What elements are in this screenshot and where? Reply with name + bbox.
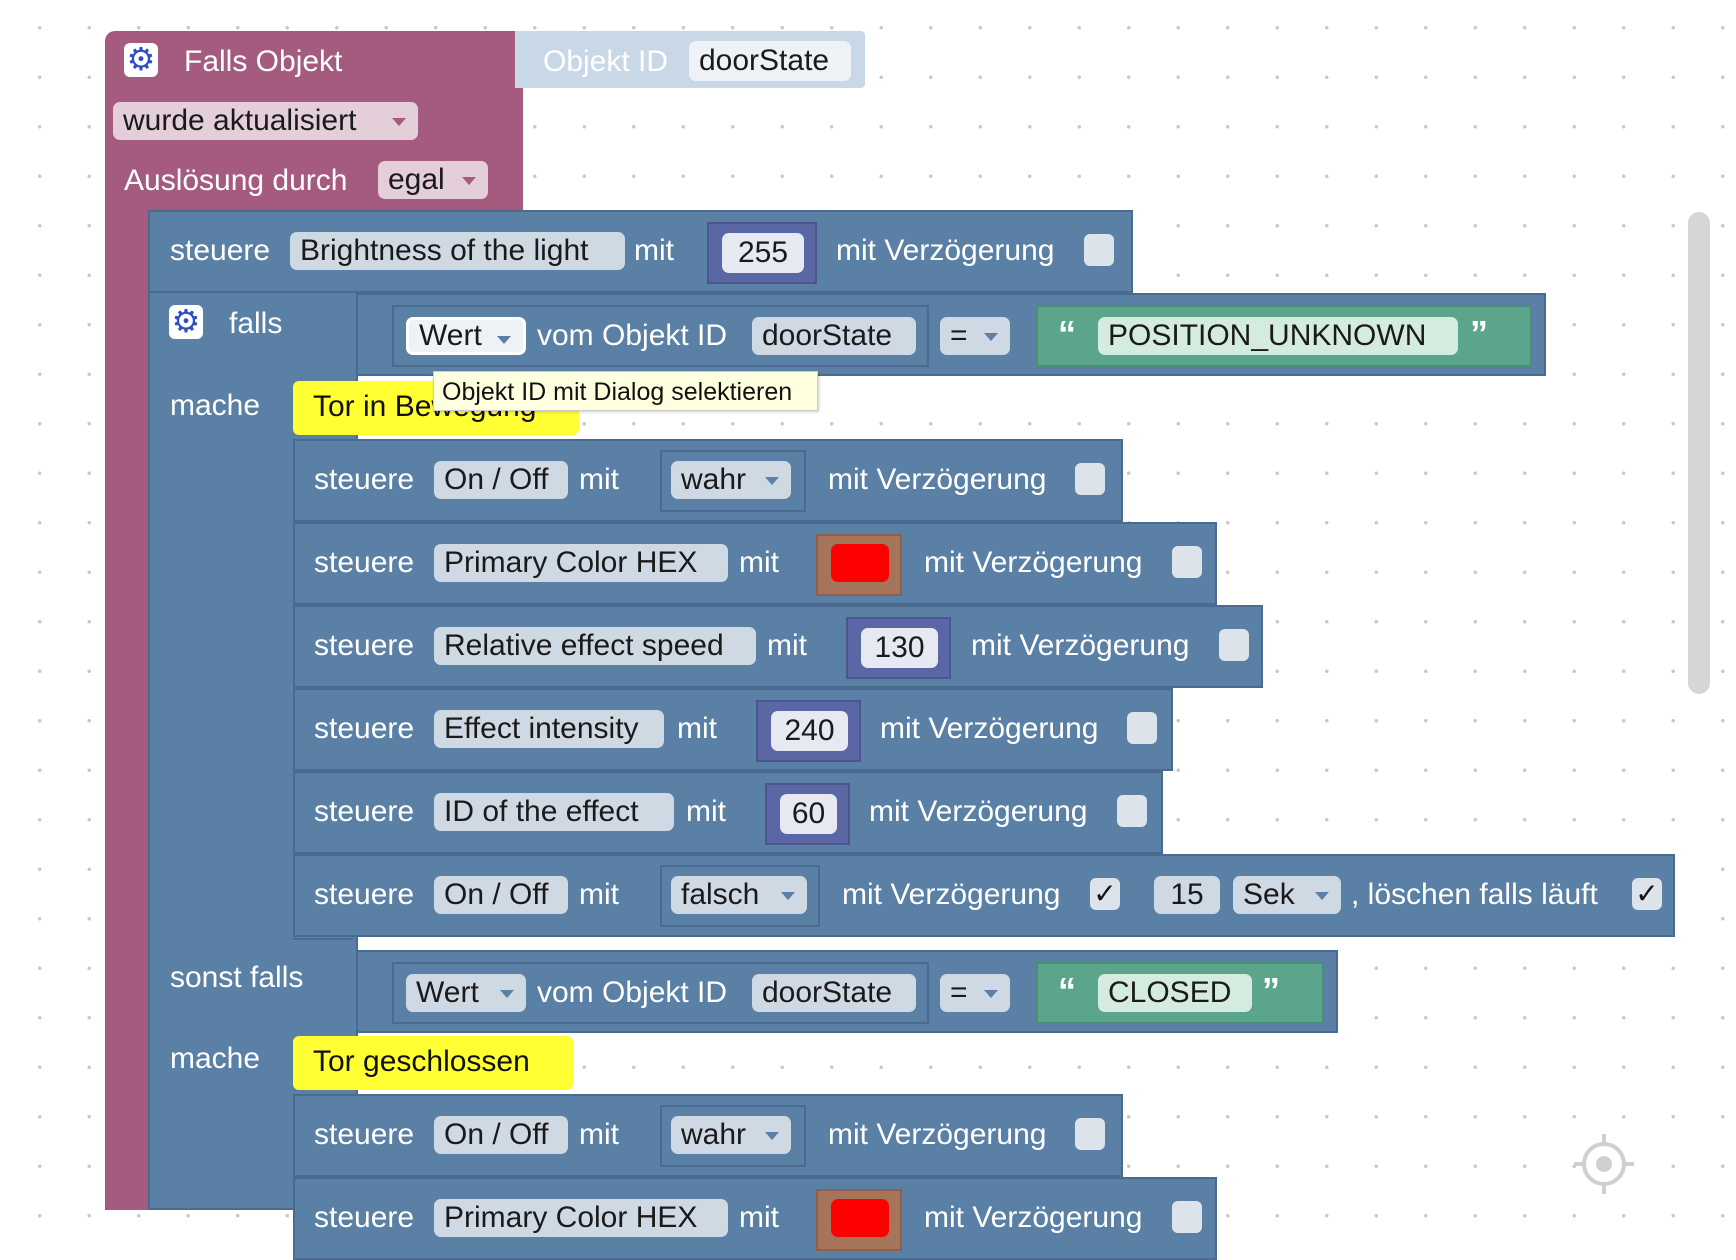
with-label: mit: [579, 878, 619, 911]
with-label: mit: [767, 629, 807, 662]
delay-label: mit Verzögerung: [924, 1201, 1143, 1234]
delay-checkbox[interactable]: [1084, 234, 1114, 266]
do-label: mache: [170, 389, 261, 422]
close-quote-icon: ”: [1262, 970, 1280, 1011]
delay-checkbox[interactable]: [1075, 1118, 1105, 1150]
if-settings-gear-icon[interactable]: [169, 303, 203, 339]
else-if-label: sonst falls: [170, 961, 304, 994]
delay-checkbox[interactable]: [1075, 463, 1105, 495]
with-label: mit: [634, 234, 674, 267]
open-quote-icon: “: [1058, 313, 1076, 354]
operator-dropdown-1[interactable]: =: [940, 317, 1010, 355]
control-target-field[interactable]: On / Off: [434, 876, 568, 914]
tooltip: Objekt ID mit Dialog selektieren: [433, 371, 818, 411]
delay-checkbox[interactable]: [1117, 795, 1147, 827]
delay-value-field[interactable]: 15: [1154, 876, 1220, 914]
property-dropdown-2[interactable]: Wert: [406, 974, 526, 1012]
delay-label: mit Verzögerung: [971, 629, 1190, 662]
control-keyword: steuere: [314, 546, 415, 579]
control-target-field[interactable]: Effect intensity: [434, 710, 664, 748]
control-keyword: steuere: [314, 463, 415, 496]
delay-label: mit Verzögerung: [869, 795, 1088, 828]
trigger-dropdown[interactable]: egal: [378, 161, 488, 199]
delay-label: mit Verzögerung: [842, 878, 1061, 911]
if-label: falls: [229, 307, 283, 340]
control-target-field[interactable]: On / Off: [434, 461, 568, 499]
boolean-dropdown[interactable]: wahr: [671, 461, 791, 499]
color-swatch[interactable]: [831, 544, 889, 582]
boolean-dropdown[interactable]: falsch: [671, 876, 807, 914]
number-field[interactable]: 240: [771, 711, 848, 751]
delay-checkbox[interactable]: [1127, 712, 1157, 744]
control-target-field[interactable]: On / Off: [434, 1116, 568, 1154]
branch1-bottom-edge: [293, 938, 353, 940]
control-keyword: steuere: [314, 878, 415, 911]
close-quote-icon: ”: [1470, 313, 1488, 354]
object-field-2[interactable]: doorState: [752, 974, 916, 1012]
delay-label: mit Verzögerung: [828, 1118, 1047, 1151]
vertical-scrollbar[interactable]: [1688, 212, 1710, 694]
delay-unit-dropdown[interactable]: Sek: [1233, 876, 1341, 914]
control-target-field[interactable]: Relative effect speed: [434, 627, 756, 665]
delay-label: mit Verzögerung: [828, 463, 1047, 496]
delay-checkbox[interactable]: [1172, 1201, 1202, 1233]
control-keyword: steuere: [170, 234, 271, 267]
delay-label: mit Verzögerung: [836, 234, 1055, 267]
with-label: mit: [579, 463, 619, 496]
delay-label: mit Verzögerung: [924, 546, 1143, 579]
with-label: mit: [739, 546, 779, 579]
comment-block-2[interactable]: Tor geschlossen: [293, 1036, 573, 1090]
number-field[interactable]: 130: [861, 628, 938, 668]
control-target-field[interactable]: Primary Color HEX: [434, 1199, 728, 1237]
open-quote-icon: “: [1058, 970, 1076, 1011]
control-keyword: steuere: [314, 1118, 415, 1151]
recenter-crosshair-icon[interactable]: [1572, 1132, 1636, 1196]
with-label: mit: [686, 795, 726, 828]
color-swatch[interactable]: [831, 1199, 889, 1237]
boolean-dropdown[interactable]: wahr: [671, 1116, 791, 1154]
control-keyword: steuere: [314, 712, 415, 745]
object-id-label: Objekt ID: [543, 45, 669, 78]
control-keyword: steuere: [314, 1201, 415, 1234]
of-object-label-1: vom Objekt ID: [537, 319, 728, 352]
delay-label: mit Verzögerung: [880, 712, 1099, 745]
control-target-field[interactable]: Brightness of the light: [290, 232, 625, 270]
control-keyword: steuere: [314, 795, 415, 828]
with-label: mit: [739, 1201, 779, 1234]
control-block-onoff-delayed[interactable]: [293, 854, 1675, 937]
do-label-2: mache: [170, 1042, 261, 1075]
with-label: mit: [677, 712, 717, 745]
delay-checkbox[interactable]: [1172, 546, 1202, 578]
number-field[interactable]: 60: [780, 794, 837, 834]
text-field-1[interactable]: POSITION_UNKNOWN: [1098, 317, 1458, 355]
clear-running-label: , löschen falls läuft: [1351, 878, 1598, 911]
delay-checkbox[interactable]: [1219, 629, 1249, 661]
object-id-field[interactable]: doorState: [689, 41, 851, 81]
clear-running-checkbox[interactable]: ✓: [1632, 878, 1662, 910]
number-field[interactable]: 255: [722, 233, 804, 273]
of-object-label-2: vom Objekt ID: [537, 976, 728, 1009]
settings-gear-icon[interactable]: [124, 41, 158, 77]
delay-checkbox-checked[interactable]: ✓: [1090, 878, 1120, 910]
control-target-field[interactable]: Primary Color HEX: [434, 544, 728, 582]
object-field-1[interactable]: doorState: [752, 317, 916, 355]
operator-dropdown-2[interactable]: =: [940, 974, 1010, 1012]
event-title: Falls Objekt: [184, 45, 343, 78]
control-target-field[interactable]: ID of the effect: [434, 793, 674, 831]
event-block-spine: [105, 205, 150, 1210]
with-label: mit: [579, 1118, 619, 1151]
property-dropdown-1[interactable]: Wert: [406, 317, 526, 355]
text-block-2[interactable]: [1036, 962, 1324, 1024]
trigger-label: Auslösung durch: [124, 164, 348, 197]
event-mode-dropdown[interactable]: wurde aktualisiert: [113, 102, 418, 140]
control-keyword: steuere: [314, 629, 415, 662]
text-field-2[interactable]: CLOSED: [1098, 974, 1252, 1012]
